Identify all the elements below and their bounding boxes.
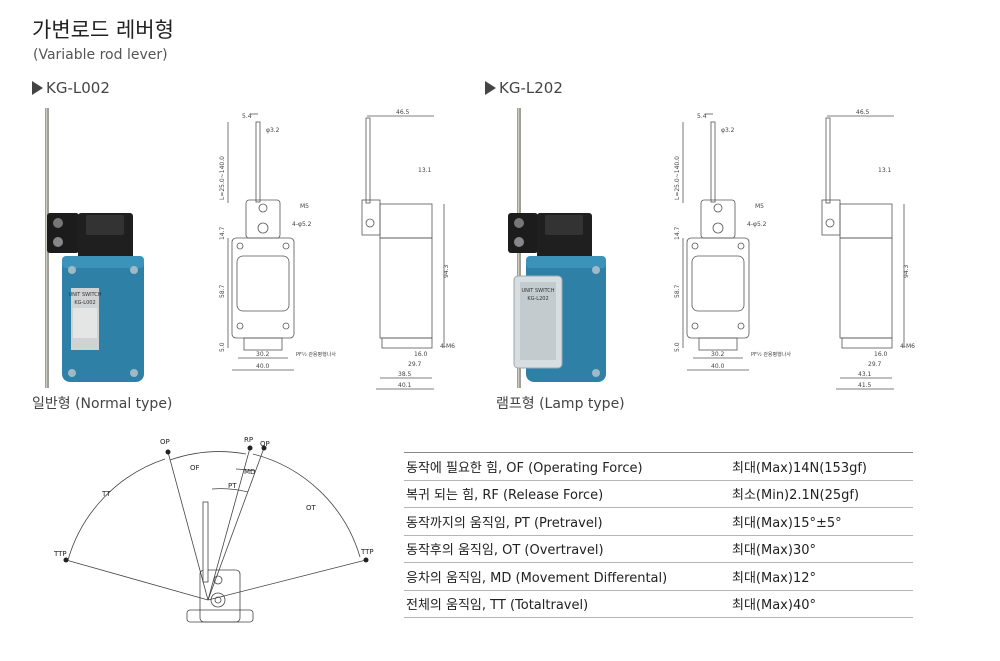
product-photo-lamp: UNIT SWITCH KG-L202 [508, 108, 606, 388]
triangle-icon [32, 81, 43, 95]
dim-label: 14.7 [219, 226, 226, 240]
dim-label: 40.0 [256, 363, 270, 370]
dim-label: 14.7 [674, 226, 681, 240]
label-of: OF [190, 464, 200, 472]
dim-label: 40.0 [711, 363, 725, 370]
dim-label: 29.7 [868, 361, 882, 368]
model-heading-lamp: KG-L202 [485, 79, 563, 97]
dim-label: 38.5 [398, 371, 412, 378]
spec-row: 응차의 움직임, MD (Movement Differental)최대(Max… [404, 562, 913, 591]
label-pt: PT [228, 482, 237, 490]
label-rp: RP [244, 436, 253, 444]
dim-label: 46.5 [856, 109, 870, 116]
label-ttp-left: TTP [53, 550, 67, 558]
caption-lamp: 램프형 (Lamp type) [496, 396, 625, 412]
motion-diagram: OP RP OP OF MD PT TT OT TTP TTP [53, 436, 374, 623]
dim-label: 40.1 [398, 382, 412, 389]
spec-row: 동작후의 움직임, OT (Overtravel)최대(Max)30° [404, 535, 913, 563]
plate-model: KG-L202 [527, 296, 548, 302]
spec-name: 동작후의 움직임, OT (Overtravel) [404, 535, 718, 563]
dim-label: M5 [300, 203, 309, 210]
spec-table: 동작에 필요한 힘, OF (Operating Force)최대(Max)14… [404, 452, 913, 618]
side-view-drawing-normal: 46.5 13.1 94.3 4-M6 16.0 29.7 38.5 40.1 [361, 109, 455, 390]
spec-row: 동작까지의 움직임, PT (Pretravel)최대(Max)15°±5° [404, 507, 913, 536]
dim-label: PF½ 관용평행나사 [296, 351, 336, 358]
spec-name: 동작에 필요한 힘, OF (Operating Force) [404, 452, 718, 481]
spec-value: 최소(Min)2.1N(25gf) [718, 480, 913, 508]
label-ttp-right: TTP [360, 548, 374, 556]
product-photo-normal: UNIT SWITCH KG-L002 [45, 108, 144, 388]
spec-name: 동작까지의 움직임, PT (Pretravel) [404, 507, 718, 536]
dim-label: 5.0 [674, 342, 681, 352]
caption-normal: 일반형 (Normal type) [32, 396, 173, 412]
dim-label: L=25.0~140.0 [674, 156, 681, 200]
dim-label: 5.4 [697, 113, 707, 120]
dim-label: 16.0 [874, 351, 888, 358]
dim-label: 94.3 [443, 264, 450, 278]
dim-label: 30.2 [711, 351, 725, 358]
model-code: KG-L002 [46, 79, 110, 97]
dim-label: 58.7 [219, 284, 226, 298]
spec-name: 전체의 움직임, TT (Totaltravel) [404, 590, 718, 618]
page-title: 가변로드 레버형 [32, 18, 174, 42]
dim-label: 16.0 [414, 351, 428, 358]
spec-value: 최대(Max)14N(153gf) [718, 452, 913, 481]
dim-label: 58.7 [674, 284, 681, 298]
spec-row: 동작에 필요한 힘, OF (Operating Force)최대(Max)14… [404, 452, 913, 481]
label-ot: OT [306, 504, 317, 512]
spec-name: 복귀 되는 힘, RF (Release Force) [404, 480, 718, 508]
spec-value: 최대(Max)12° [718, 562, 913, 591]
spec-row: 복귀 되는 힘, RF (Release Force)최소(Min)2.1N(2… [404, 480, 913, 508]
dim-label: 13.1 [878, 167, 892, 174]
model-heading-normal: KG-L002 [32, 79, 110, 97]
label-md: MD [244, 468, 255, 476]
spec-row: 전체의 움직임, TT (Totaltravel)최대(Max)40° [404, 590, 913, 618]
spec-value: 최대(Max)40° [718, 590, 913, 618]
dim-label: 41.5 [858, 382, 872, 389]
label-tt: TT [101, 490, 111, 498]
page-subtitle: (Variable rod lever) [33, 47, 168, 63]
dim-label: 29.7 [408, 361, 422, 368]
label-op-left: OP [160, 438, 170, 446]
front-view-drawing-normal: 5.4 φ3.2 L=25.0~140.0 M5 4-φ5.2 14.7 58.… [219, 113, 336, 371]
model-code: KG-L202 [499, 79, 563, 97]
dim-label: 4-M6 [440, 343, 455, 350]
plate-brand: UNIT SWITCH [521, 288, 554, 294]
dim-label: M5 [755, 203, 764, 210]
dim-label: φ3.2 [266, 127, 280, 134]
dim-label: 30.2 [256, 351, 270, 358]
side-view-drawing-lamp: 46.5 13.1 94.3 4-M6 16.0 29.7 43.1 41.5 [821, 109, 915, 390]
plate-brand: UNIT SWITCH [68, 292, 101, 298]
plate-model: KG-L002 [74, 300, 95, 306]
dim-label: 4-φ5.2 [747, 221, 767, 228]
dim-label: 5.0 [219, 342, 226, 352]
dim-label: φ3.2 [721, 127, 735, 134]
dim-label: 4-φ5.2 [292, 221, 312, 228]
label-op-right: OP [260, 440, 270, 448]
dim-label: 43.1 [858, 371, 872, 378]
dim-label: 4-M6 [900, 343, 915, 350]
dim-label: 5.4 [242, 113, 252, 120]
front-view-drawing-lamp: 5.4 φ3.2 L=25.0~140.0 M5 4-φ5.2 14.7 58.… [674, 113, 791, 371]
dim-label: L=25.0~140.0 [219, 156, 226, 200]
spec-value: 최대(Max)30° [718, 535, 913, 563]
spec-name: 응차의 움직임, MD (Movement Differental) [404, 562, 718, 591]
dim-label: 13.1 [418, 167, 432, 174]
triangle-icon [485, 81, 496, 95]
dim-label: 94.3 [903, 264, 910, 278]
dim-label: 46.5 [396, 109, 410, 116]
spec-value: 최대(Max)15°±5° [718, 507, 913, 536]
dim-label: PF½ 관용평행나사 [751, 351, 791, 358]
